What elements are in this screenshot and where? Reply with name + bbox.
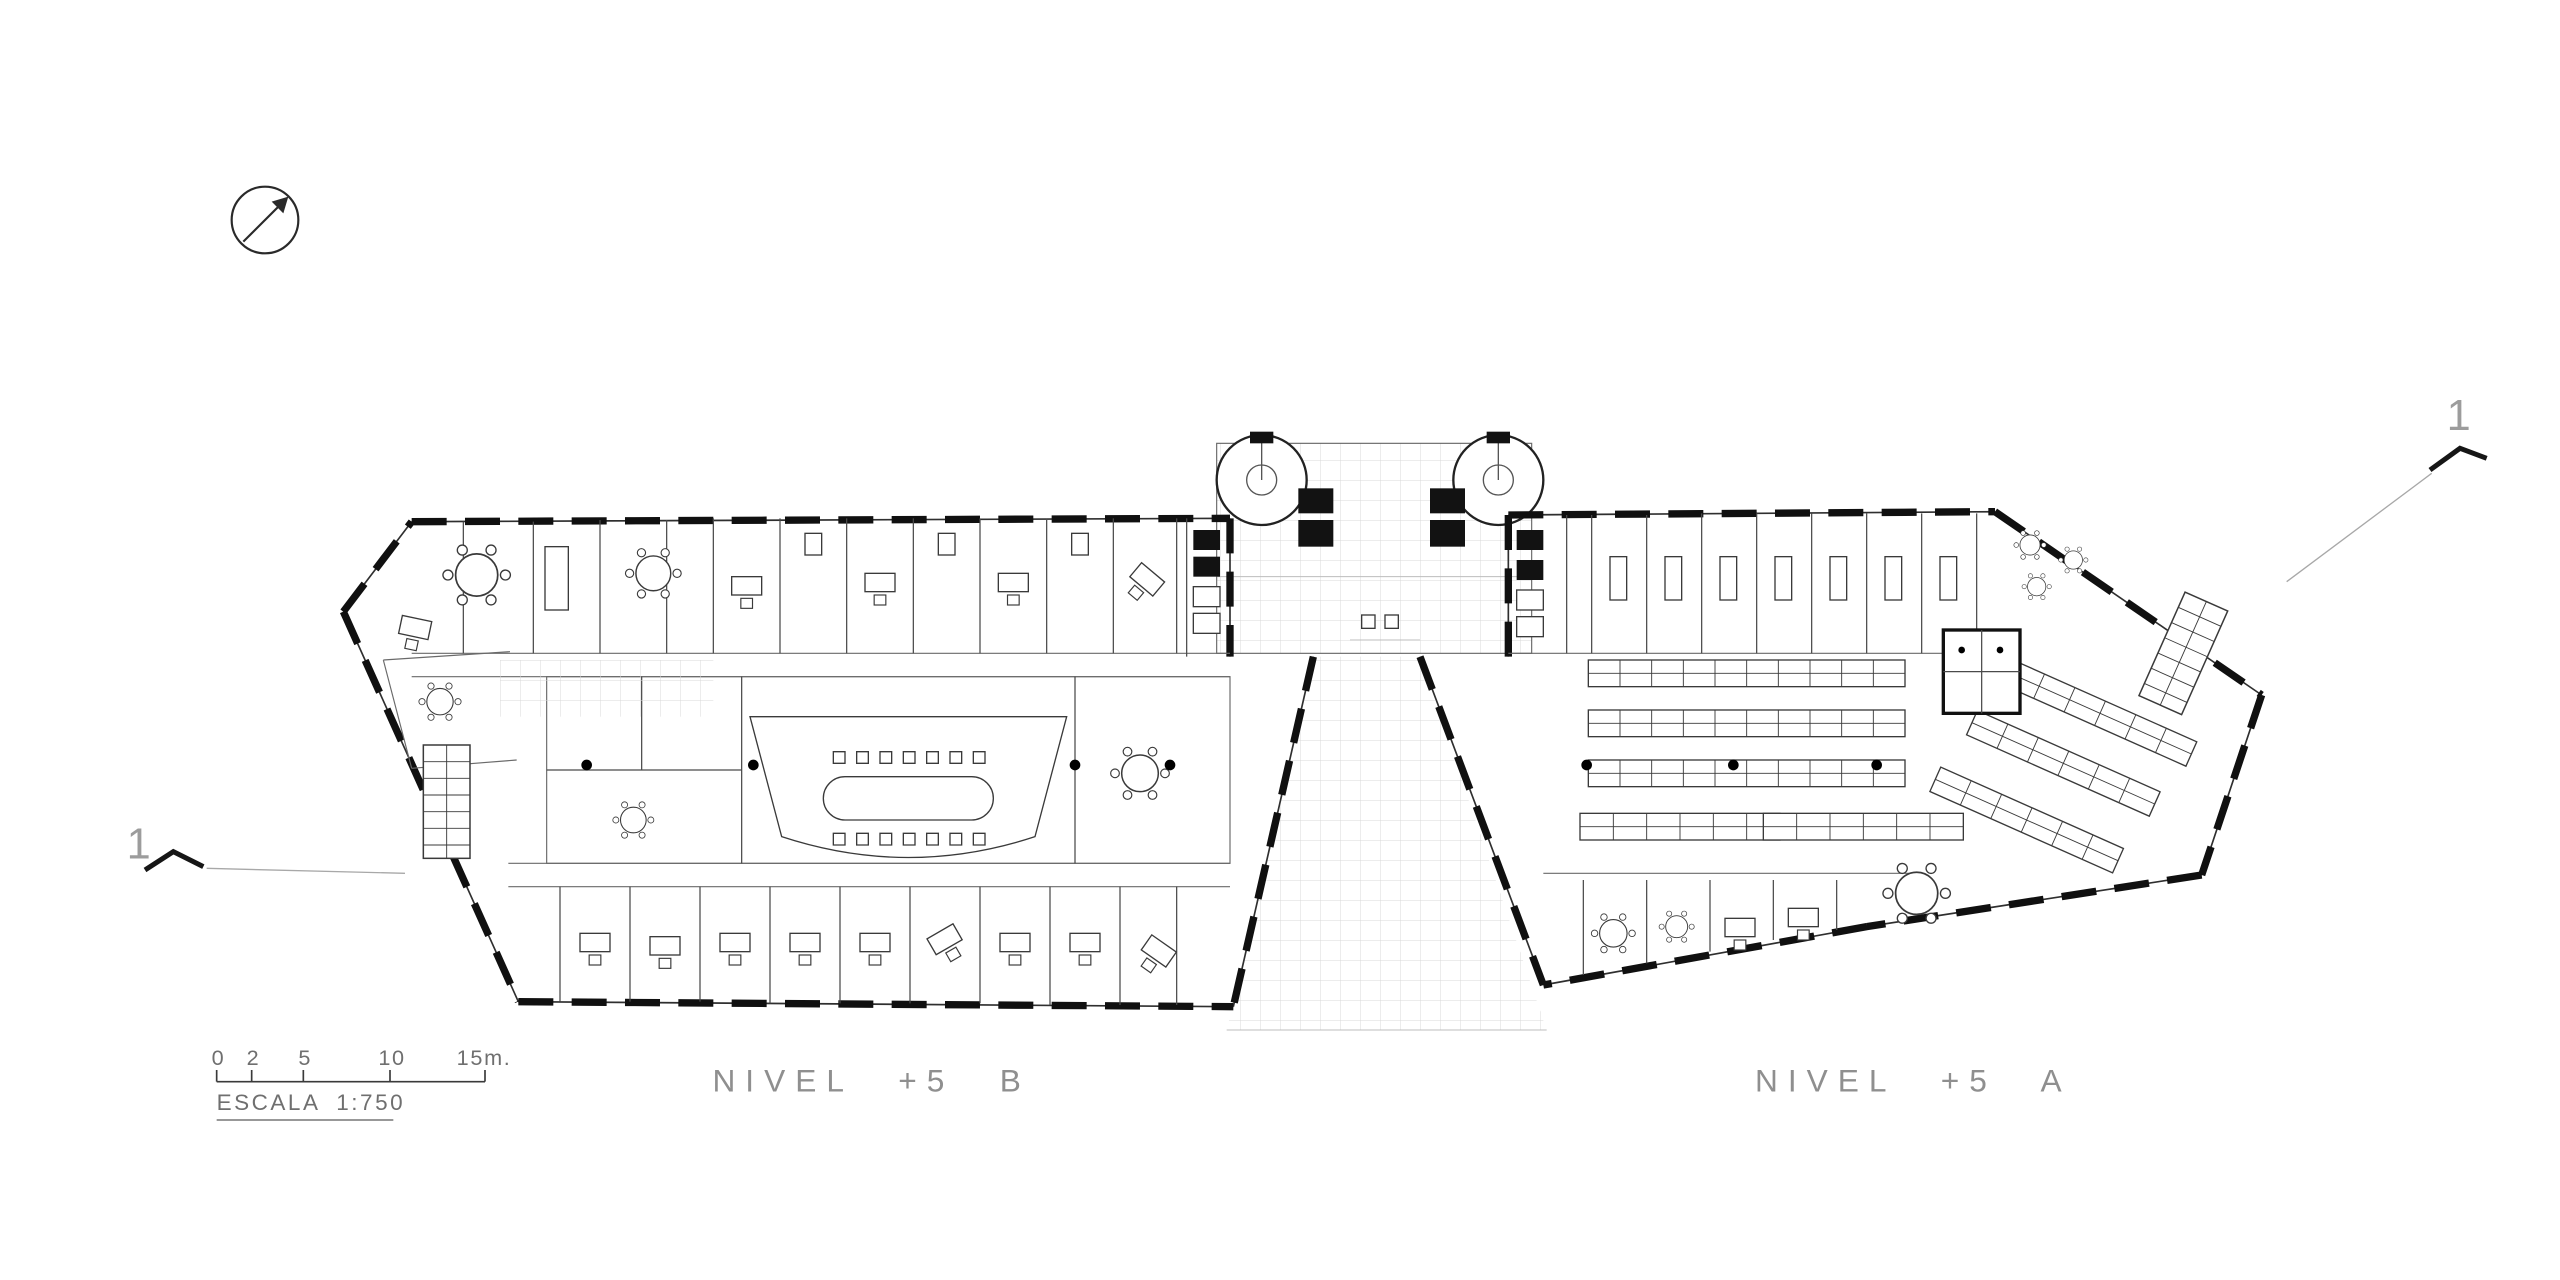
bridge-core: [1215, 431, 1545, 654]
round-table: [2013, 530, 2047, 560]
section-cut-icon: [143, 848, 205, 873]
plan-titles: NIVEL +5 B NIVEL +5 A: [712, 1063, 2072, 1099]
scale-bar: 0 2 5 10 15m. ESCALA 1:750: [212, 1045, 512, 1121]
wing-b-furniture: [442, 532, 1178, 979]
stair-tower-right: [1452, 431, 1545, 527]
desk: [579, 932, 611, 966]
section-reference-line: [206, 867, 406, 874]
desk-bench: [1762, 812, 1965, 841]
round-table: [612, 801, 655, 839]
conference-room: [749, 716, 1068, 859]
desk-bench: [1587, 759, 1906, 788]
scale-tick-2: 2: [247, 1045, 261, 1070]
round-table: [1109, 746, 1171, 801]
wing-a-partitions: [1566, 513, 1978, 975]
desk: [649, 936, 681, 969]
desk: [731, 576, 763, 609]
wing-a-meeting-tables: [1609, 556, 1958, 601]
wing-a-service-core: [1516, 530, 1544, 638]
scale-label: ESCALA 1:750: [217, 1090, 405, 1115]
round-table: [624, 547, 682, 599]
section-number-left: 1: [127, 820, 151, 868]
wing-a-open-plan-desks: [1579, 659, 2198, 874]
desk-bench: [1587, 659, 1906, 688]
desk-bench: [1579, 812, 1781, 841]
core-fixtures: [1350, 614, 1420, 641]
wing-a-exterior-walls: [1416, 508, 2266, 989]
section-cut-icon: [2428, 445, 2488, 473]
desk: [789, 932, 821, 966]
wing-b-columns: [581, 759, 1176, 771]
title-level-a: NIVEL +5 A: [1755, 1063, 2072, 1099]
round-table: [2021, 573, 2052, 601]
section-marker-right: 1: [2286, 392, 2488, 583]
scale-tick-15: 15m.: [457, 1045, 512, 1070]
desk: [1120, 562, 1166, 607]
scale-bar-ruler: [215, 1070, 486, 1083]
desk: [997, 572, 1030, 606]
wing-b-courtyard-grid: [500, 660, 714, 717]
north-arrow-icon: [230, 185, 300, 255]
scale-tick-10: 10: [378, 1045, 405, 1070]
desk: [859, 932, 891, 966]
section-number-right: 1: [2447, 392, 2471, 440]
atrium-plaza: [1226, 656, 1547, 1031]
wing-b-annex: [382, 614, 517, 860]
wing-b: [339, 514, 1317, 1011]
round-table: [1882, 862, 1952, 925]
desk: [719, 932, 751, 966]
desk: [926, 923, 970, 967]
section-reference-line: [2286, 472, 2433, 583]
wing-a-corridors: [1508, 652, 1992, 874]
meeting-table: [544, 546, 570, 611]
wing-a: [1416, 508, 2266, 989]
wing-b-service-core: [1192, 530, 1221, 634]
stair: [422, 744, 471, 860]
desk: [1069, 932, 1101, 966]
round-table: [2058, 546, 2089, 574]
stair: [2138, 591, 2229, 716]
round-table: [1590, 913, 1636, 954]
round-table: [418, 682, 462, 721]
section-marker-left: 1: [127, 820, 406, 874]
wing-a-columns: [1581, 759, 1883, 771]
wing-a-wc-block: [1941, 628, 2022, 716]
scale-tick-5: 5: [298, 1045, 312, 1070]
desk: [864, 572, 896, 606]
title-level-b: NIVEL +5 B: [712, 1063, 1030, 1099]
desk: [999, 932, 1031, 966]
desk-bench: [1587, 709, 1906, 738]
desk: [395, 614, 433, 654]
stair-tower-left: [1215, 431, 1308, 527]
desk: [1132, 934, 1178, 979]
round-table: [442, 544, 512, 606]
elevator-core: [1298, 488, 1465, 547]
round-table: [1658, 910, 1695, 943]
scale-tick-0: 0: [212, 1045, 226, 1070]
